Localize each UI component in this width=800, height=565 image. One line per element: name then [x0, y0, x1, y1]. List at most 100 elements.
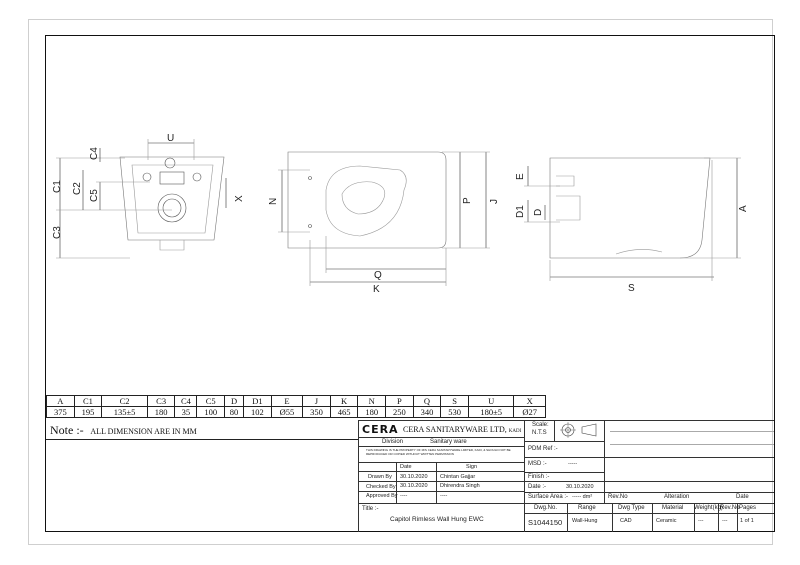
checked-sign: Dhirendra Singh [440, 483, 480, 489]
dimension-header-cell: K [329, 395, 359, 407]
date-label: Date :- [528, 484, 547, 490]
range-value: Wall-Hung [572, 518, 598, 524]
label-d1: D1 [515, 205, 526, 218]
dimension-header-cell: C3 [146, 395, 176, 407]
label-c3: C3 [52, 226, 63, 239]
side-view [524, 157, 741, 281]
dimension-value-cell: 135±5 [101, 406, 148, 418]
msd-label: MSD :- [528, 461, 547, 467]
approved-date: ---- [400, 493, 408, 499]
checked-date: 30.10.2020 [400, 483, 428, 489]
dimension-value-cell: Ø27 [513, 406, 546, 418]
pdm-ref-label: PDM Ref :- [528, 446, 558, 452]
note-text: ALL DIMENSION ARE IN MM [90, 427, 197, 436]
company-suffix: KADI [508, 429, 522, 434]
dimension-header-cell: C2 [101, 395, 148, 407]
alteration-header: Alteration [664, 494, 690, 500]
dimension-header-cell: C5 [196, 395, 225, 407]
checked-by-label: Checked By [366, 484, 396, 490]
material-header: Material [662, 505, 684, 511]
dimension-value-cell: 465 [329, 406, 359, 418]
dimension-header-cell: P [385, 395, 414, 407]
cera-logo: CERA [362, 423, 399, 436]
dimension-value-cell: 180±5 [467, 406, 515, 418]
label-e: E [515, 173, 526, 180]
label-c2: C2 [72, 182, 83, 195]
date-value: 30.10.2020 [566, 484, 594, 490]
rev-no-header: Rev.No [608, 494, 628, 500]
dimension-value-cell: 102 [243, 406, 272, 418]
division-value: Sanitary ware [430, 439, 467, 445]
dimension-header-cell: D1 [243, 395, 272, 407]
dimension-value-cell: 100 [196, 406, 225, 418]
dimension-value-cell: 350 [302, 406, 331, 418]
pages-value: 1 of 1 [740, 518, 754, 524]
dimension-value-cell: Ø55 [270, 406, 304, 418]
outer-frame [28, 19, 773, 545]
weight-header: Weight(kg) [694, 505, 723, 511]
top-view [278, 151, 490, 286]
label-s: S [628, 283, 635, 294]
company-text: CERA SANITARYWARE LTD, [403, 425, 507, 434]
date-column-header: Date [736, 494, 749, 500]
dimension-value-cell: 80 [223, 406, 245, 418]
weight-value: --- [698, 518, 704, 524]
dimension-value-cell: 180 [146, 406, 176, 418]
division-label: Division [382, 439, 404, 445]
dimension-header-cell: C4 [174, 395, 198, 407]
label-d: D [533, 209, 544, 216]
dimension-value-cell: 530 [440, 406, 469, 418]
dimension-header-cell: J [302, 395, 331, 407]
dimension-header-cell: C1 [73, 395, 103, 407]
label-p: P [462, 197, 473, 204]
surface-area-label: Surface Area :- [528, 494, 569, 500]
dimension-header-cell: E [270, 395, 304, 407]
dimension-header-cell: X [513, 395, 546, 407]
dimension-labels: U C4 C1 C2 C5 C3 X N P J Q K E D1 D A S [52, 133, 749, 295]
label-j: J [489, 199, 500, 204]
label-n: N [268, 198, 279, 205]
disclaimer: THIS DRAWING IS THE PROPERTY OF M/S CERA… [366, 448, 511, 456]
msd-value: ----- [568, 461, 578, 467]
dimension-header-cell: U [467, 395, 515, 407]
rev-header: Rev.No [720, 505, 740, 511]
drawn-sign: Chintan Gajjar [440, 474, 476, 480]
label-c5: C5 [89, 189, 100, 202]
surface-area-value: ----- dm² [572, 494, 593, 500]
dwg-no-value: S1044150 [528, 518, 563, 527]
dimension-header-cell: D [223, 395, 245, 407]
dimension-value-cell: 180 [357, 406, 386, 418]
dimension-header-cell: A [46, 395, 75, 407]
note-label: Note :- [50, 423, 84, 437]
scale-label: Scale: [532, 422, 549, 428]
dimension-header-cell: N [357, 395, 386, 407]
label-u: U [167, 133, 174, 144]
dimension-value-cell: 35 [174, 406, 198, 418]
dwg-type-header: Dwg Type [618, 505, 645, 511]
note: Note :- ALL DIMENSION ARE IN MM [50, 423, 197, 438]
dimension-value-cell: 195 [73, 406, 103, 418]
dimension-value-cell: 340 [412, 406, 442, 418]
pages-header: Pages [739, 505, 757, 511]
date-header: Date [400, 464, 412, 470]
approved-sign: ---- [440, 493, 448, 499]
rear-view [56, 139, 227, 259]
label-x: X [234, 195, 245, 202]
rev-value: --- [722, 518, 728, 524]
range-header: Range [578, 505, 596, 511]
scale-value: N.T.S [532, 430, 547, 436]
company-name: CERA SANITARYWARE LTD, KADI [403, 425, 521, 434]
material-value: Ceramic [656, 518, 677, 524]
dimension-header-cell: Q [412, 395, 442, 407]
drawing-title: Capitol Rimless Wall Hung EWC [390, 516, 484, 523]
note-divider [46, 439, 358, 440]
label-a: A [738, 205, 749, 212]
sign-header: Sign [466, 464, 478, 470]
approved-by-label: Approved By [366, 493, 398, 499]
title-label: Title :- [362, 506, 379, 512]
dimension-header-cell: S [440, 395, 469, 407]
